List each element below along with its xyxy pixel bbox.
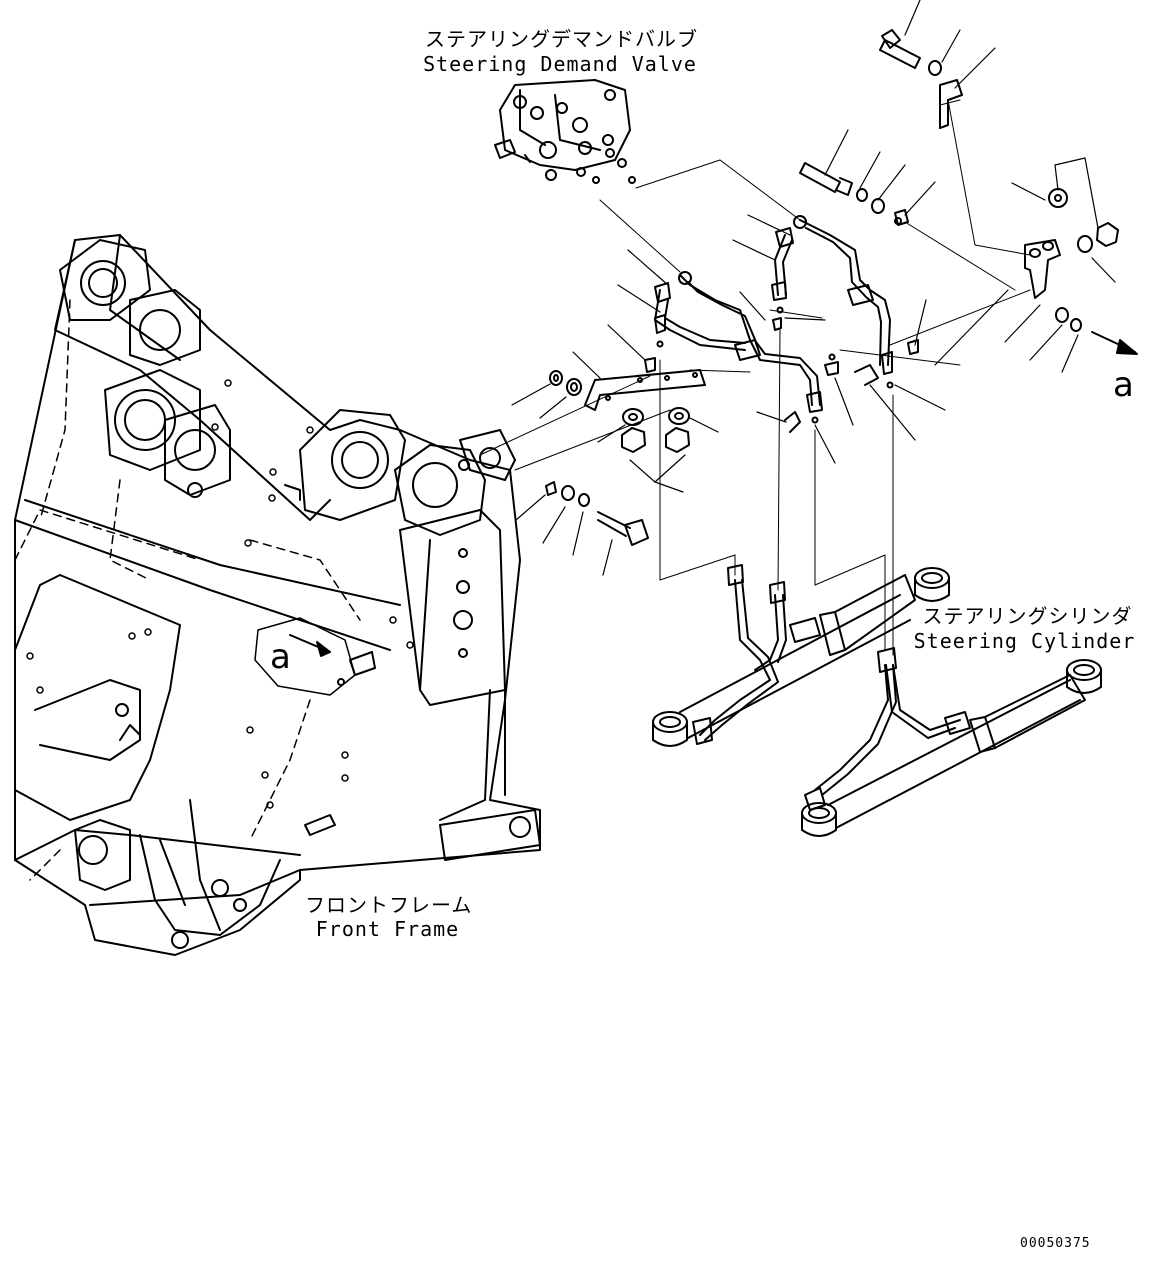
frame-label-en: Front Frame [315,917,460,941]
steering-cylinder-left [652,567,950,747]
valve-label-en: Steering Demand Valve [423,52,697,76]
frame-label-jp: フロントフレーム [305,893,473,917]
view-marker-frame [254,617,356,696]
cylinder-label-jp: ステアリングシリンダ [922,604,1133,628]
view-marker-frame-label: a [270,637,291,677]
valve-label-jp: ステアリングデマンドバルブ [425,27,698,51]
cylinder-label-en: Steering Cylinder [913,629,1136,653]
steering-demand-valve [494,79,636,184]
part-callout-leaders [511,0,1116,576]
arrow-icon [289,634,331,657]
washers-nuts [545,29,1119,546]
cylinder-hoses [692,564,961,796]
tube-bracket [584,369,706,411]
arrow-icon [1091,331,1138,355]
document-number: 00050375 [1020,1236,1091,1251]
steering-tubes [644,215,919,433]
front-frame [14,234,541,956]
steering-cylinder-right [801,659,1102,837]
view-marker-arrow-label: a [1113,365,1134,405]
